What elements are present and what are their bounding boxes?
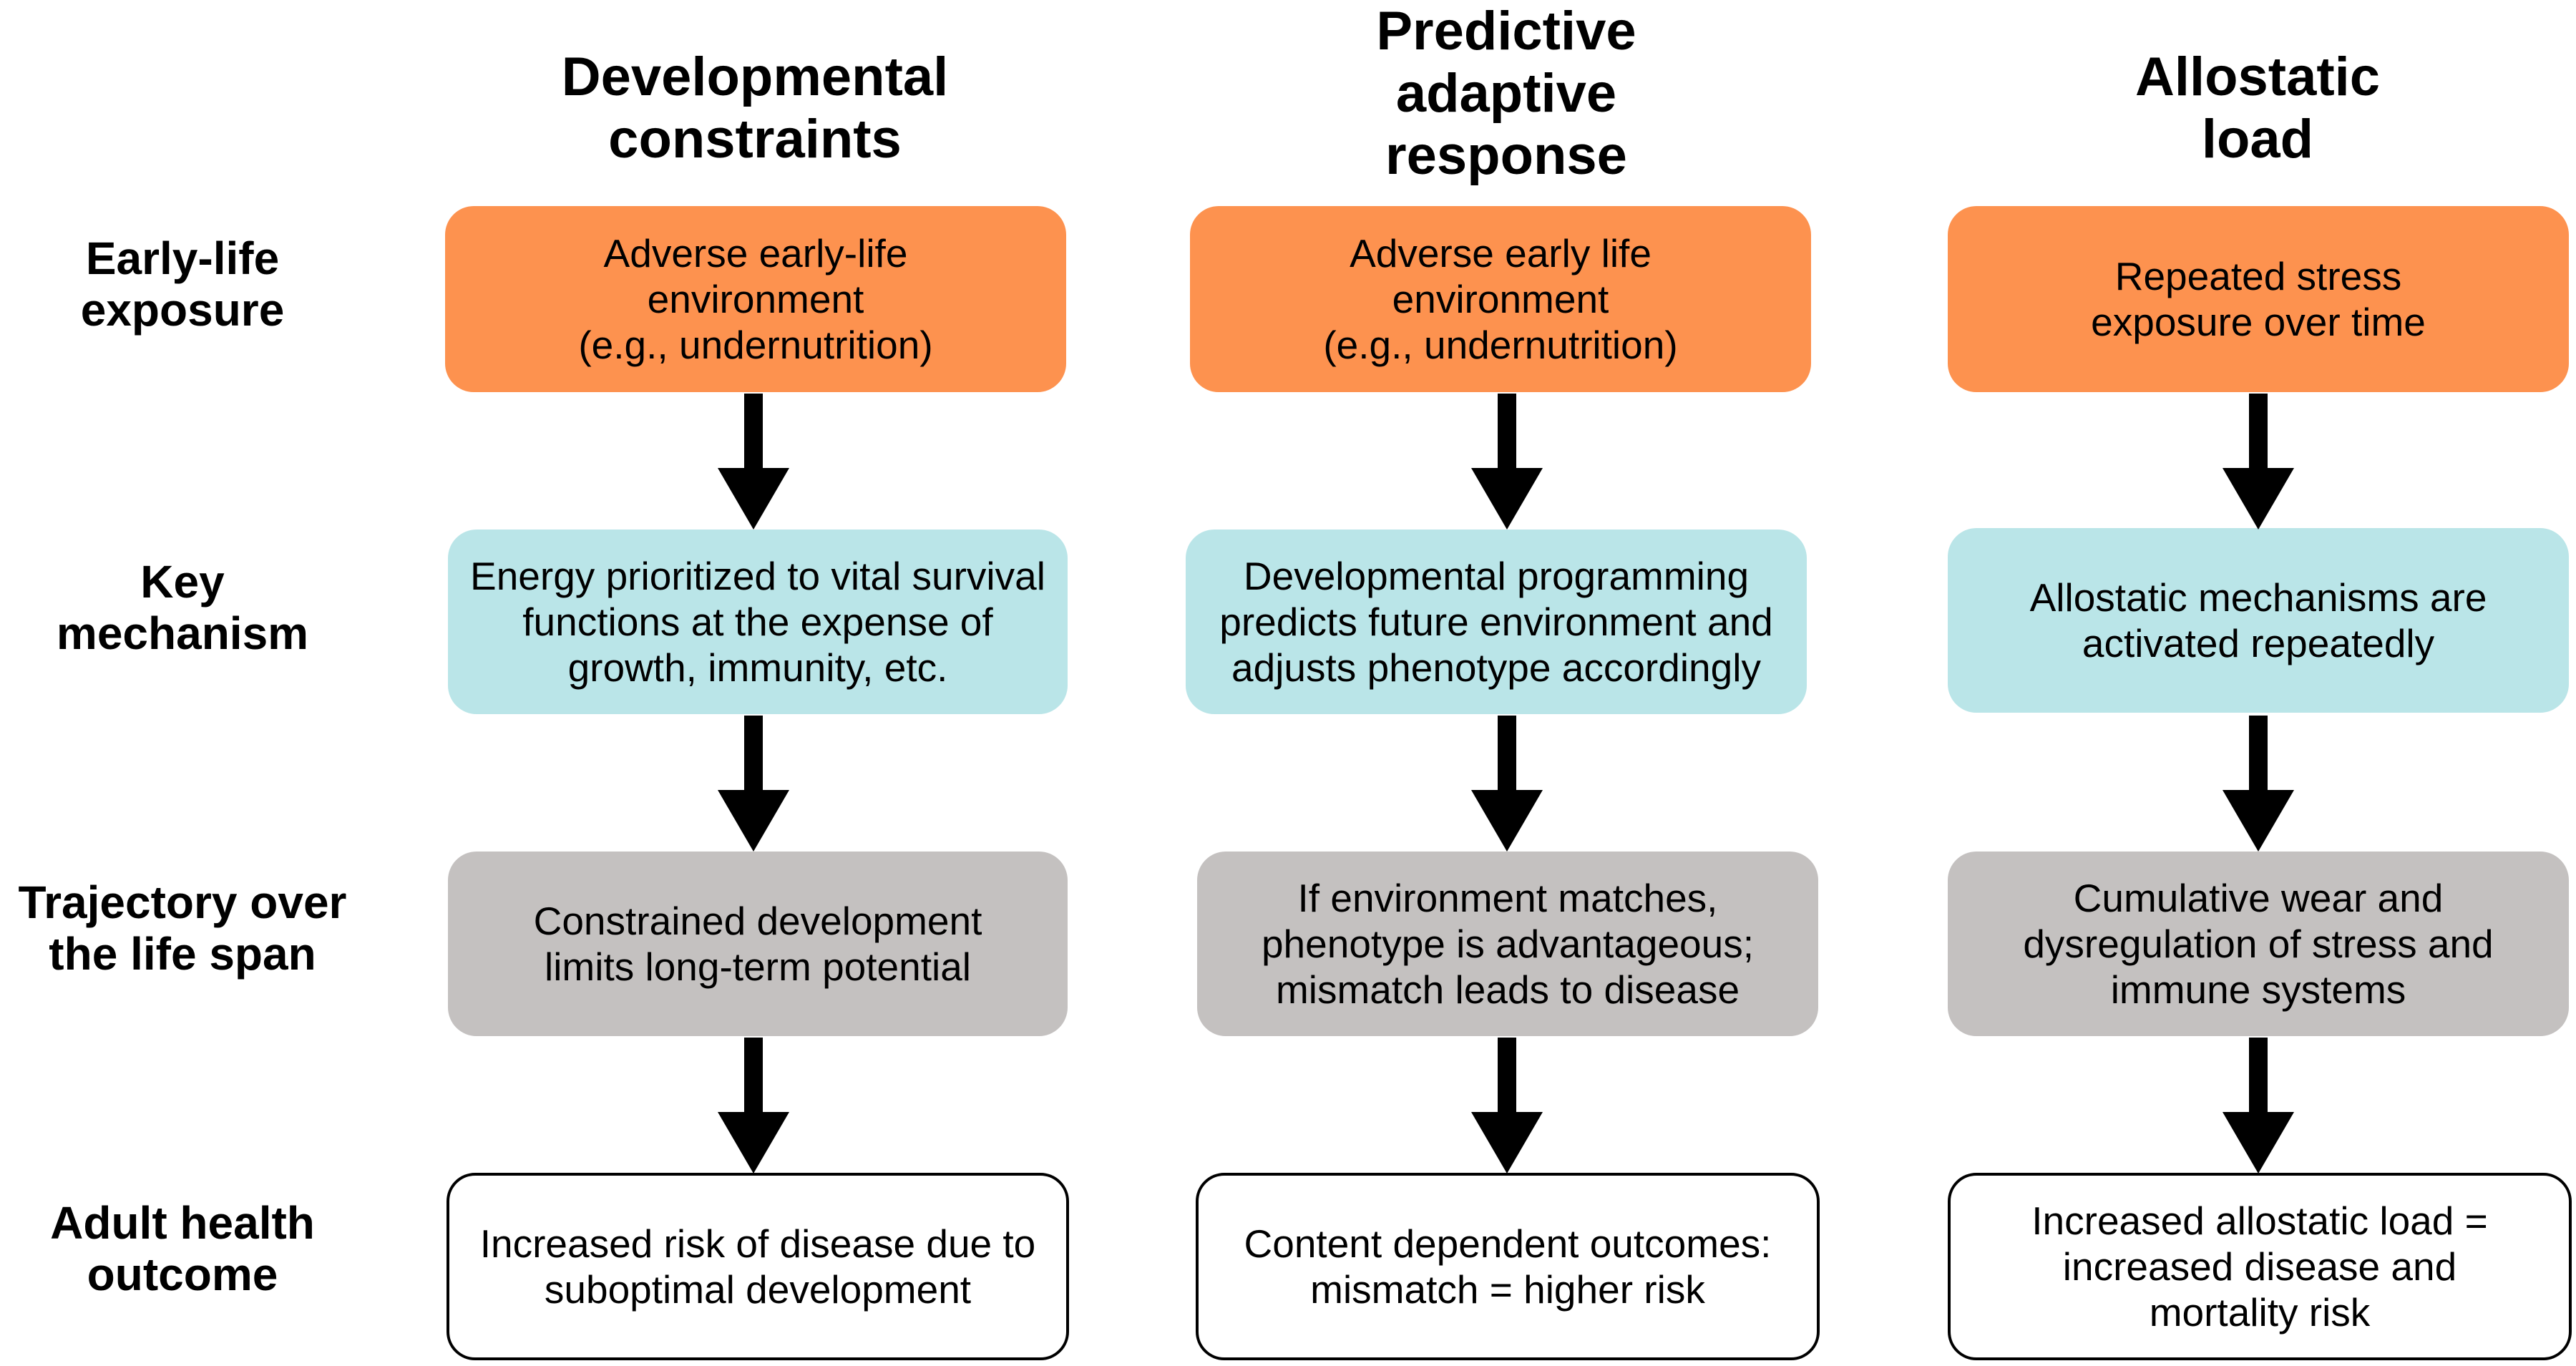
row-label-key-mechanism: Key mechanism [56, 556, 309, 659]
row-label-adult-health-outcome: Adult health outcome [50, 1197, 315, 1300]
developmental-exposure-box: Adverse early-life environment (e.g., un… [445, 206, 1066, 392]
column-title-predictive-adaptive-response: Predictive adaptive response [1376, 1, 1636, 186]
developmental-outcome-box: Increased risk of disease due to subopti… [447, 1173, 1069, 1360]
row-label-early-life-exposure: Early-life exposure [80, 233, 285, 336]
allostatic-exposure-box: Repeated stress exposure over time [1948, 206, 2569, 392]
column-title-allostatic-load: Allostatic load [2135, 47, 2381, 170]
predictive-mechanism-box: Developmental programming predicts futur… [1186, 530, 1807, 714]
row-label-trajectory-over-life-span: Trajectory over the life span [18, 877, 347, 980]
down-arrow-icon [718, 716, 789, 852]
predictive-outcome-box: Content dependent outcomes: mismatch = h… [1196, 1173, 1820, 1360]
allostatic-mechanism-box: Allostatic mechanisms are activated repe… [1948, 528, 2569, 713]
down-arrow-icon [1471, 716, 1543, 852]
down-arrow-icon [1471, 394, 1543, 530]
allostatic-trajectory-box: Cumulative wear and dysregulation of str… [1948, 852, 2569, 1036]
allostatic-outcome-box: Increased allostatic load = increased di… [1948, 1173, 2572, 1360]
down-arrow-icon [718, 1038, 789, 1174]
developmental-mechanism-box: Energy prioritized to vital survival fun… [448, 530, 1068, 714]
down-arrow-icon [2223, 394, 2294, 530]
column-title-developmental-constraints: Developmental constraints [561, 47, 949, 170]
predictive-exposure-box: Adverse early life environment (e.g., un… [1190, 206, 1811, 392]
down-arrow-icon [2223, 1038, 2294, 1174]
down-arrow-icon [2223, 716, 2294, 852]
predictive-trajectory-box: If environment matches, phenotype is adv… [1197, 852, 1818, 1036]
down-arrow-icon [1471, 1038, 1543, 1174]
developmental-trajectory-box: Constrained development limits long-term… [448, 852, 1068, 1036]
down-arrow-icon [718, 394, 789, 530]
